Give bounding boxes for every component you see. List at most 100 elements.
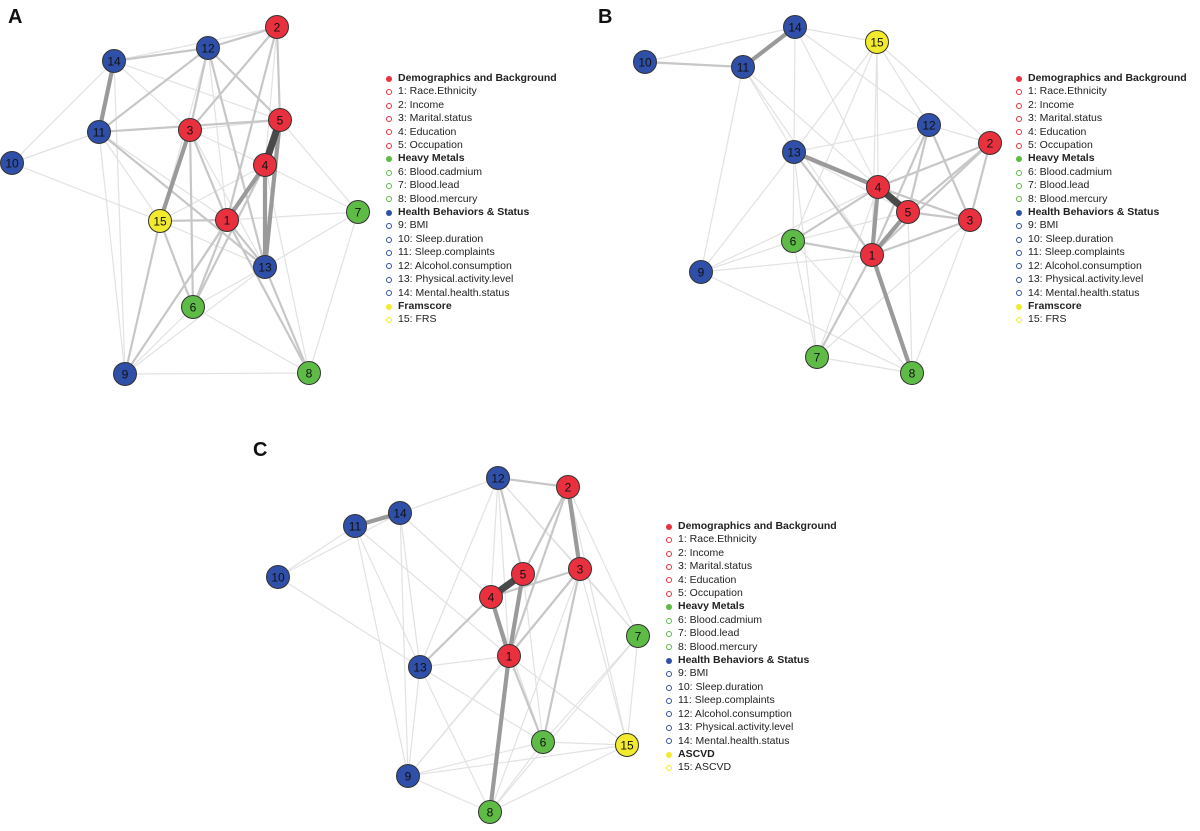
edge-11-1 [742, 66, 873, 256]
edge-13-4 [791, 149, 881, 190]
node-3-circle [178, 118, 202, 142]
legend-item: 8: Blood.mercury [666, 641, 837, 654]
legend-group-title: Demographics and Background [398, 72, 557, 84]
edge-6-13 [192, 266, 266, 308]
legend-item-label: 7: Blood.lead [678, 627, 740, 640]
legend-group-title: Health Behaviors & Status [678, 654, 810, 667]
legend-item-label: 5: Occupation [398, 139, 463, 152]
node-3-circle [958, 208, 982, 232]
node-6-circle [531, 730, 555, 754]
edge-8-3 [489, 568, 581, 813]
legend-item: 12: Alcohol.consumption [666, 708, 837, 721]
legend-item-label: 7: Blood.lead [1028, 179, 1090, 192]
node-6-label: 6 [190, 301, 197, 315]
legend-item-label: 12: Alcohol.consumption [398, 259, 512, 272]
edge-12-3 [188, 46, 210, 132]
node-1-label: 1 [506, 650, 513, 664]
node-8-label: 8 [306, 367, 313, 381]
edge-5-13 [262, 117, 283, 270]
node-15-circle [148, 209, 172, 233]
edge-11-15 [98, 131, 161, 222]
legend-dot-icon [386, 209, 392, 216]
edge-10-15 [11, 162, 161, 222]
legend-ring-icon [666, 590, 672, 597]
legend-dot-icon [386, 303, 392, 310]
node-2-circle [265, 15, 289, 39]
node-2-label: 2 [274, 21, 281, 35]
legend-ring-icon [666, 563, 672, 570]
node-8: 8 [297, 361, 321, 385]
legend-dot-icon [666, 657, 672, 664]
edge-15-13 [793, 41, 878, 153]
legend-item: 10: Sleep.duration [666, 681, 837, 694]
node-9-circle [113, 362, 137, 386]
edge-10-14 [277, 512, 401, 578]
edge-3-7 [579, 568, 639, 637]
node-10: 10 [266, 565, 290, 589]
edge-9-13 [700, 151, 795, 273]
edge-6-8 [192, 306, 310, 374]
edge-13-8 [419, 666, 491, 813]
legend-item-label: 13: Physical.activity.level [1028, 273, 1144, 286]
legend-item-label: 14: Mental.health.status [1028, 286, 1140, 299]
edge-2-12 [206, 25, 279, 50]
edge-1-2 [870, 141, 992, 257]
node-15-circle [615, 733, 639, 757]
node-6-circle [181, 295, 205, 319]
legend-group-score: Framscore [386, 300, 557, 313]
node-7: 7 [805, 345, 829, 369]
edge-6-4 [191, 163, 267, 309]
legend-item: 4: Education [666, 574, 837, 587]
legend-item-label: 3: Marital.status [398, 112, 473, 125]
legend-item: 3: Marital.status [1016, 112, 1187, 125]
node-1: 1 [215, 208, 239, 232]
legend-ring-icon [386, 196, 392, 203]
edge-1-8 [225, 218, 311, 375]
legend-item-label: 3: Marital.status [678, 560, 753, 573]
legend-ring-icon [666, 684, 672, 691]
edge-6-8 [792, 240, 913, 374]
node-8-circle [900, 361, 924, 385]
node-13: 13 [782, 140, 806, 164]
node-3: 3 [958, 208, 982, 232]
node-1-circle [860, 243, 884, 267]
legend-ring-icon [386, 182, 392, 189]
edge-1-3 [870, 218, 972, 257]
legend-item-label: 15: FRS [398, 313, 437, 326]
node-4: 4 [253, 153, 277, 177]
legend-item: 6: Blood.cadmium [386, 166, 557, 179]
node-5-circle [896, 200, 920, 224]
legend-item-label: 11: Sleep.complaints [678, 694, 775, 707]
node-1: 1 [497, 644, 521, 668]
edge-10-14 [11, 60, 115, 164]
node-3: 3 [568, 557, 592, 581]
legend-ring-icon [666, 738, 672, 745]
legend-item-label: 2: Income [1028, 98, 1075, 111]
legend-ring-icon [1016, 115, 1022, 122]
legend-item: 7: Blood.lead [666, 627, 837, 640]
node-7-circle [805, 345, 829, 369]
node-4-label: 4 [262, 159, 269, 173]
legend-item-label: 10: Sleep.duration [678, 680, 764, 693]
edge-11-14 [96, 58, 117, 135]
legend-ring-icon [1016, 89, 1022, 96]
legend-group-title: Health Behaviors & Status [1028, 206, 1160, 219]
edge-15-6 [158, 219, 195, 309]
edge-14-4 [399, 512, 492, 598]
edge-9-1 [700, 254, 873, 273]
legend-item: 14: Mental.health.status [386, 287, 557, 300]
legend-item: 2: Income [666, 547, 837, 560]
legend-dot-icon [386, 156, 392, 163]
legend-item-label: 15: ASCVD [678, 761, 732, 774]
node-4-label: 4 [875, 181, 882, 195]
edge-13-9 [407, 666, 421, 777]
node-4-circle [479, 585, 503, 609]
legend-item: 8: Blood.mercury [1016, 193, 1187, 206]
node-4: 4 [479, 585, 503, 609]
edge-2-5 [275, 25, 282, 122]
node-4-circle [866, 175, 890, 199]
